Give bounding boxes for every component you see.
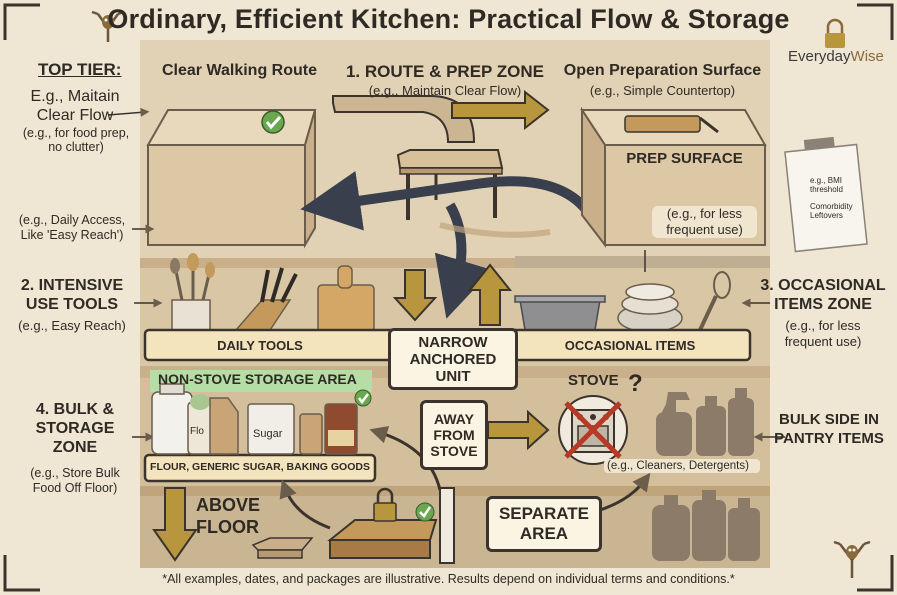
checkmark-icon (261, 110, 285, 134)
route-zone-heading: 1. ROUTE & PREP ZONE (345, 62, 545, 81)
swoosh (439, 222, 551, 238)
corner-bracket (857, 555, 894, 592)
narrow-unit-box: NARROW ANCHORED UNIT (388, 328, 518, 390)
owl-tree-icon (91, 10, 125, 42)
checkmark-icon (354, 389, 372, 407)
occasional-zone-sub: (e.g., for less frequent use) (784, 318, 862, 349)
occasional-zone-heading: 3. OCCASIONAL ITEMS ZONE (760, 277, 886, 313)
checkmark-icon (415, 502, 435, 522)
right-arrow (487, 409, 550, 451)
page-title: Ordinary, Efficient Kitchen: Practical F… (107, 4, 790, 34)
route-zone-sub: (e.g., Maintain Clear Flow) (368, 83, 522, 98)
right-arrow (451, 89, 550, 131)
canister-icon (324, 403, 358, 455)
clear-route-label: Clear Walking Route (162, 62, 317, 79)
above-floor-label: ABOVE FLOOR (196, 495, 261, 537)
owl-tree-icon (833, 540, 871, 578)
down-arrow (152, 487, 198, 562)
storage-containers (151, 383, 358, 455)
top-tier-sub: (e.g., for food prep, no clutter) (22, 126, 130, 154)
non-stove-caption: FLOUR, GENERIC SUGAR, BAKING GOODS (150, 461, 370, 473)
shelf-bar (143, 453, 377, 483)
whisk-icon (698, 271, 731, 331)
mixing-bowls-icon (617, 283, 683, 333)
crossed-stove-icon (558, 395, 628, 465)
corner-bracket (3, 555, 40, 592)
down-arrow (392, 269, 438, 322)
prep-surface-label: PREP SURFACE (626, 150, 743, 167)
up-arrow (467, 263, 513, 326)
paper-bag-icon (209, 397, 239, 455)
route-arrow (332, 95, 476, 143)
storage-box-illustration (146, 109, 317, 249)
sticker-bg (150, 370, 372, 392)
footer-disclaimer: *All examples, dates, and packages are i… (162, 572, 735, 586)
sugar-bag-label: Sugar (253, 428, 283, 440)
curved-arrow (599, 472, 651, 512)
narrow-unit-post (439, 487, 455, 564)
daily-access-note: (e.g., Daily Access, Like 'Easy Reach') (18, 213, 126, 242)
padlock-icon (373, 487, 397, 522)
checklist-note (784, 136, 868, 253)
down-arrow (434, 202, 493, 319)
daily-tools-label: DAILY TOOLS (217, 338, 303, 353)
away-from-stove-box: AWAY FROM STOVE (420, 400, 488, 470)
intensive-tools-heading: 2. INTENSIVE USE TOOLS (20, 277, 124, 313)
padlock-icon (825, 18, 845, 48)
flour-bag-label: Flo (190, 426, 204, 437)
separate-area-box: SEPARATE AREA (486, 496, 602, 552)
small-platform-icon (251, 537, 314, 559)
corner-bracket (3, 3, 40, 40)
stove-label: STOVE (568, 372, 619, 389)
curved-arrow (369, 426, 442, 491)
top-tier-example: E.g., Maitain Clear Flow (30, 88, 120, 124)
cutting-board-icon (624, 115, 701, 133)
table-illustration (396, 149, 504, 220)
brand-name: EverydayWise (788, 48, 884, 65)
cleaners-note: (e.g., Cleaners, Detergents) (604, 459, 760, 473)
bulk-zone-heading: 4. BULK & STORAGE ZONE (35, 401, 115, 456)
prep-surface-heading: Open Preparation Surface (563, 62, 762, 79)
knife-icon (699, 116, 719, 134)
checklist-item: Comorbidity Leftovers (810, 202, 853, 220)
canister-icon (299, 413, 323, 455)
non-stove-heading: NON-STOVE STORAGE AREA (158, 371, 357, 387)
curved-arrow (279, 479, 331, 530)
bulk-side-label: BULK SIDE IN PANTRY ITEMS (774, 411, 884, 447)
cleaner-bottles-icon (656, 388, 754, 456)
intensive-tools-sub: (e.g., Easy Reach) (18, 318, 126, 333)
less-frequent-note: (e.g., for less frequent use) (652, 206, 757, 238)
baking-dish-icon (514, 295, 606, 331)
top-tier-heading: TOP TIER: (38, 60, 122, 79)
occasional-items-label: OCCASIONAL ITEMS (564, 338, 696, 353)
utensil-holder-icon (170, 253, 215, 333)
drawer-rail (515, 256, 770, 268)
floor-bottles-icon (652, 490, 760, 561)
wooden-platform-icon (327, 519, 438, 559)
question-mark: ? (628, 370, 643, 397)
bulk-zone-sub: (e.g., Store Bulk Food Off Floor) (30, 466, 120, 495)
prep-surface-sub: (e.g., Simple Countertop) (589, 83, 736, 98)
flour-jar-icon (151, 391, 193, 455)
knife-block-icon (234, 267, 298, 331)
checklist-item: e.g., BMI threshold (810, 176, 843, 194)
corner-bracket (857, 3, 894, 40)
return-arrow (300, 171, 595, 231)
pointer-line (107, 107, 150, 117)
sugar-bag-icon (247, 403, 295, 455)
